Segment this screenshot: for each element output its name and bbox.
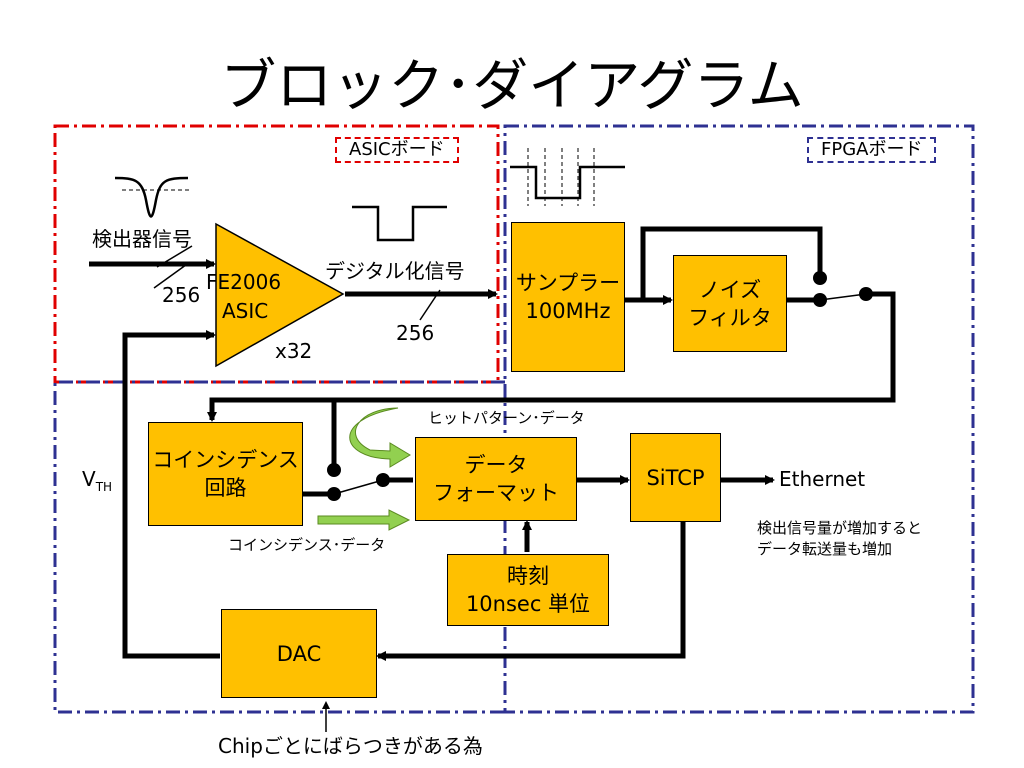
asic-count: x32 [275, 339, 313, 363]
switch-node [813, 271, 827, 285]
chip-variation-note: Chipごとにばらつきがある為 [218, 734, 483, 758]
channels-out-label: 256 [396, 321, 435, 345]
channels-in-label: 256 [162, 283, 201, 307]
digital-signal-label: デジタル化信号 [325, 259, 465, 283]
asic-board-label: ASICボード [335, 137, 459, 163]
bypass-line [640, 226, 823, 300]
sitcp-to-dac-arrow [376, 522, 686, 661]
vth-line [122, 330, 220, 659]
data-format-block: データ フォーマット [415, 437, 577, 521]
vth-main: V [82, 467, 96, 491]
fpga-board-label: FPGAボード [807, 137, 937, 163]
switch-node [327, 463, 341, 477]
asic-name: FE2006 [206, 270, 282, 294]
hit-pattern-green-arrow [349, 407, 411, 468]
timer-block: 時刻 10nsec 単位 [447, 554, 609, 626]
coincidence-data-label: コインシデンス･データ [228, 536, 386, 554]
sampled-pulse-icon [510, 165, 625, 200]
switch-node [327, 487, 341, 501]
transfer-note: 検出信号量が増加すると データ転送量も増加 [757, 519, 923, 558]
fpga-board-extension [53, 380, 505, 714]
page-title: ブロック･ダイアグラム [220, 54, 804, 119]
ethernet-label: Ethernet [779, 467, 866, 491]
digital-pulse-icon [352, 205, 447, 242]
asic-amplifier-block [215, 222, 345, 368]
hit-pattern-label: ヒットパターン･データ [428, 409, 585, 427]
switch-node [376, 473, 390, 487]
switch-node [813, 293, 827, 307]
sampler-label: サンプラー [515, 271, 621, 295]
switch-node [859, 287, 873, 301]
feedback-line [207, 291, 896, 422]
sitcp-block: SiTCP [630, 433, 721, 522]
noise-filter-block: ノイズ フィルタ [673, 255, 787, 352]
asic-sub: ASIC [222, 299, 269, 323]
dac-block: DAC [221, 609, 377, 698]
analog-pulse-icon [114, 176, 189, 218]
sampler-block: サンプラー 100MHz [511, 222, 625, 372]
fpga-board-outline [503, 124, 975, 714]
coincidence-block: コインシデンス 回路 [148, 422, 303, 526]
vth-label: VTH [82, 468, 112, 498]
sampler-frequency: 100MHz [525, 299, 611, 323]
coincidence-green-arrow [317, 509, 411, 531]
vth-sub: TH [95, 480, 113, 494]
detector-signal-label: 検出器信号 [92, 227, 192, 251]
